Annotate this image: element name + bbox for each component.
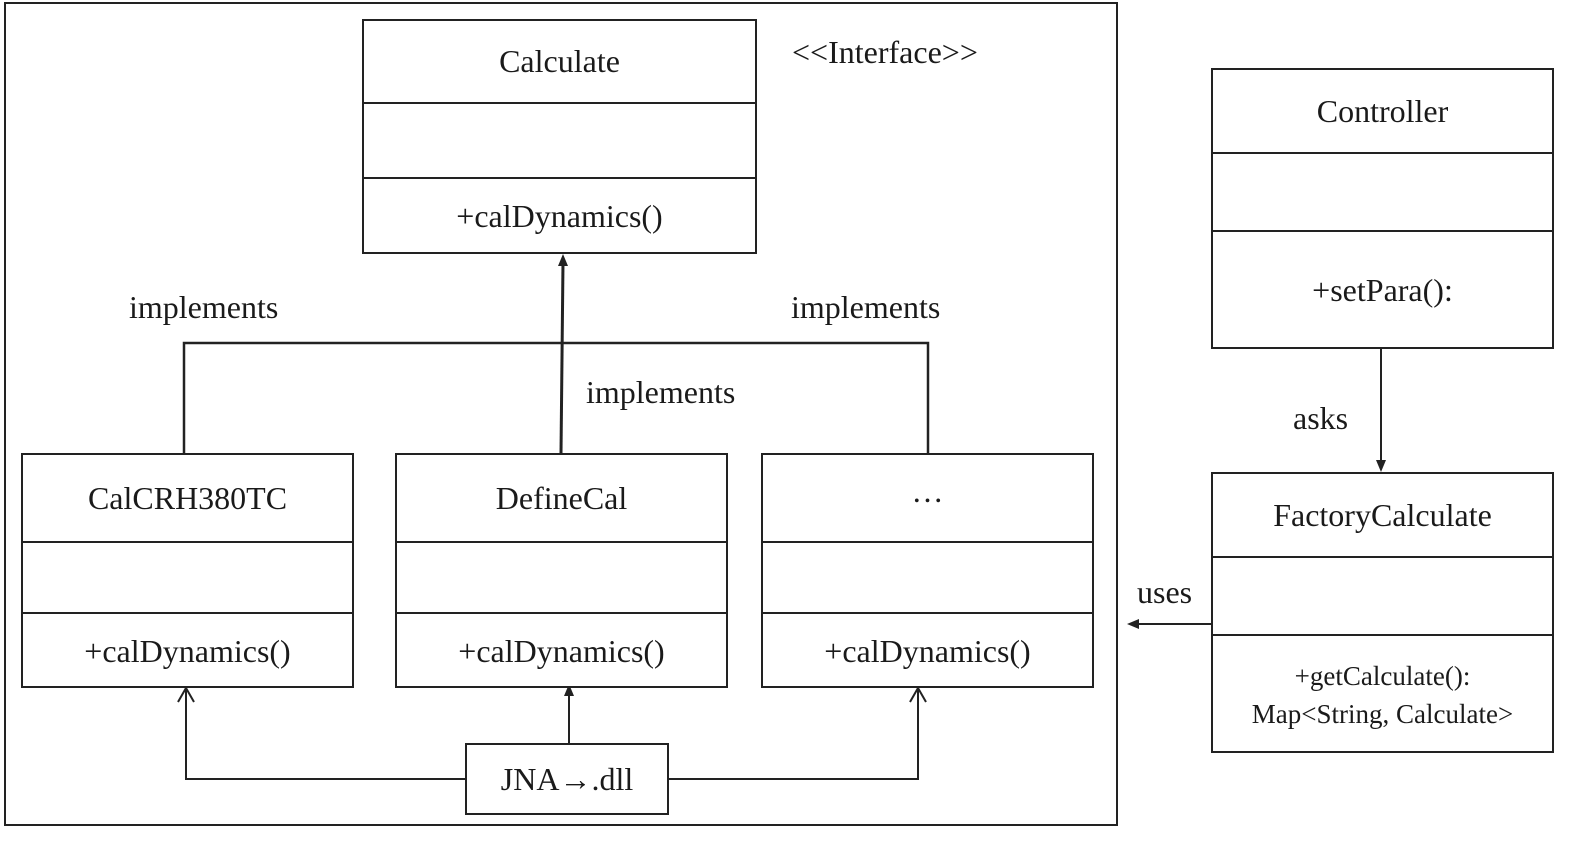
interface-package-frame xyxy=(4,2,1118,826)
class-controller-name: Controller xyxy=(1316,92,1449,129)
jna-center-arrowhead xyxy=(564,684,574,696)
class-others-method: +calDynamics() xyxy=(824,632,1031,669)
jna-left-line xyxy=(185,690,465,780)
class-calcrh380tc: CalCRH380TC +calDynamics() xyxy=(21,453,354,688)
implements-trunk-line xyxy=(559,261,565,454)
class-divider xyxy=(1213,152,1552,154)
implements-label-right: implements xyxy=(791,289,941,325)
class-definecal-method: +calDynamics() xyxy=(458,632,665,669)
class-controller: Controller +setPara(): xyxy=(1211,68,1554,349)
asks-arrowhead xyxy=(1376,460,1386,472)
implements-label-left: implements xyxy=(129,289,279,325)
class-definecal: DefineCal +calDynamics() xyxy=(395,453,728,688)
class-factorycalculate-method: +getCalculate(): Map<String, Calculate> xyxy=(1213,636,1552,753)
implements-branch-line xyxy=(182,341,930,453)
factory-method-line-2: Map<String, Calculate> xyxy=(1251,698,1514,729)
asks-label: asks xyxy=(1293,400,1349,436)
class-controller-method: +setPara(): xyxy=(1312,272,1453,308)
class-calculate-method: +calDynamics() xyxy=(456,198,663,234)
class-factorycalculate: FactoryCalculate +getCalculate(): Map<St… xyxy=(1211,472,1554,753)
class-divider xyxy=(397,541,726,543)
class-divider xyxy=(763,541,1092,543)
class-calcrh380tc-method: +calDynamics() xyxy=(84,632,291,669)
jna-dll-box: JNA→.dll xyxy=(465,743,669,815)
class-divider xyxy=(1213,230,1552,232)
factory-method-line-1: +getCalculate(): xyxy=(1294,660,1471,691)
jna-right-line xyxy=(669,690,919,780)
class-calcrh380tc-name: CalCRH380TC xyxy=(87,479,288,516)
class-divider xyxy=(364,177,755,179)
class-divider xyxy=(364,102,755,104)
class-others: … +calDynamics() xyxy=(761,453,1094,688)
uses-label: uses xyxy=(1137,574,1193,610)
interface-stereotype: <<Interface>> xyxy=(792,34,978,70)
jna-left-arrowhead xyxy=(177,685,195,703)
class-divider xyxy=(23,612,352,614)
jna-right-arrowhead xyxy=(909,685,927,703)
class-others-name: … xyxy=(911,473,944,509)
class-definecal-name: DefineCal xyxy=(495,479,628,516)
class-divider xyxy=(397,612,726,614)
class-factorycalculate-name: FactoryCalculate xyxy=(1273,496,1492,533)
uses-arrowhead xyxy=(1127,619,1139,629)
class-divider xyxy=(23,541,352,543)
class-divider xyxy=(1213,634,1552,636)
implements-arrowhead xyxy=(558,254,568,266)
class-calculate: Calculate +calDynamics() xyxy=(362,19,757,254)
class-calculate-name: Calculate xyxy=(499,43,620,79)
class-divider xyxy=(763,612,1092,614)
implements-label-center: implements xyxy=(586,374,736,410)
class-divider xyxy=(1213,556,1552,558)
